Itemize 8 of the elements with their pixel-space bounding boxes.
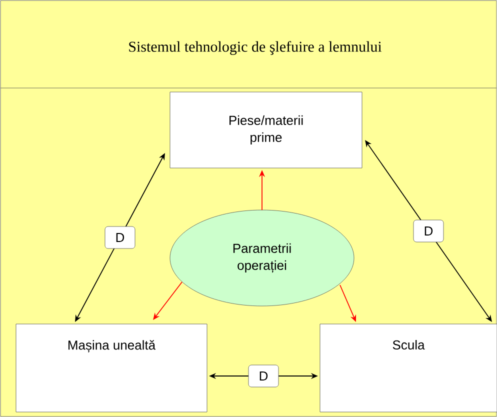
process-box: Scula	[320, 324, 497, 412]
title: Sistemul tehnologic de şlefuire a lemnului	[129, 41, 382, 55]
process-box: Piese/materii prime	[170, 92, 362, 168]
edge-label: D	[104, 226, 136, 249]
edge-label: D	[413, 220, 444, 242]
edge-label: D	[248, 364, 279, 388]
arrow	[153, 282, 182, 320]
process-box: Mașina unealtă	[16, 324, 208, 412]
